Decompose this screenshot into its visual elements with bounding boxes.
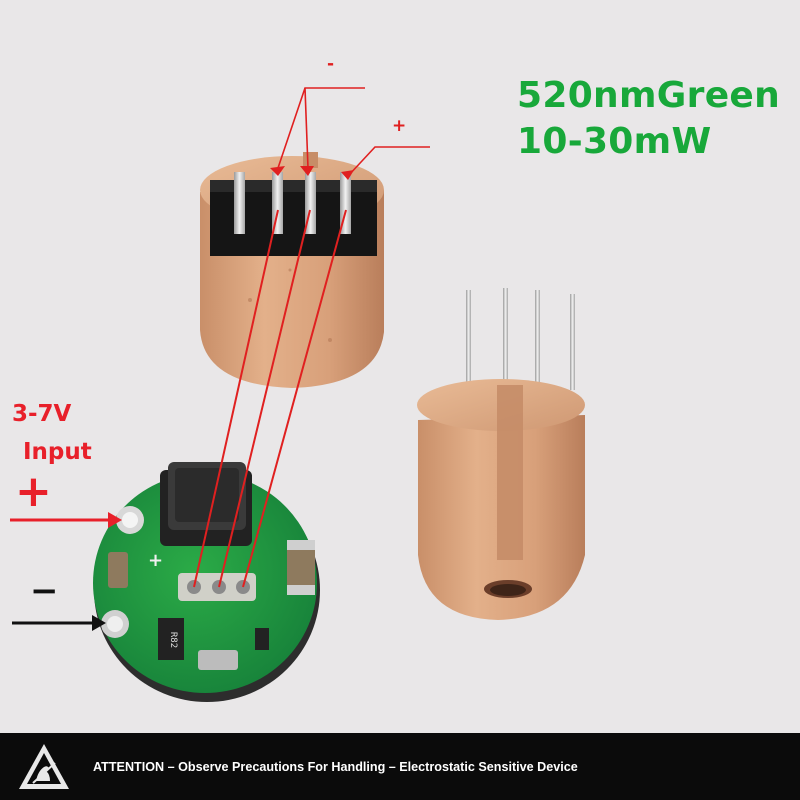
resistor-code: R82 (168, 632, 178, 648)
arrow-icon (341, 170, 354, 180)
input-voltage-label: 3-7V (12, 401, 72, 427)
pin-minus-label: - (327, 54, 335, 74)
esd-warning-text: ATTENTION – Observe Precautions For Hand… (93, 760, 578, 774)
pin-annotations (277, 87, 430, 177)
esd-warning-icon (19, 744, 69, 789)
arrow-icon (92, 615, 106, 631)
laser-module-front (417, 288, 585, 620)
arrow-icon (108, 512, 122, 528)
laser-power-label: 10-30mW (517, 121, 712, 162)
pin-plus-label: + (392, 116, 407, 136)
svg-text:+: + (148, 550, 163, 571)
input-plus-sign: + (15, 466, 52, 517)
input-minus-sign: − (30, 571, 59, 611)
arrow-icon (270, 166, 285, 176)
connection-lines (193, 209, 347, 588)
laser-module-rear (200, 152, 384, 388)
laser-wavelength-label: 520nmGreen (517, 75, 781, 116)
driver-board: R82 + (93, 462, 320, 702)
arrow-icon (300, 166, 314, 176)
esd-warning-bar: ATTENTION – Observe Precautions For Hand… (0, 733, 800, 800)
input-label: Input (23, 439, 92, 465)
